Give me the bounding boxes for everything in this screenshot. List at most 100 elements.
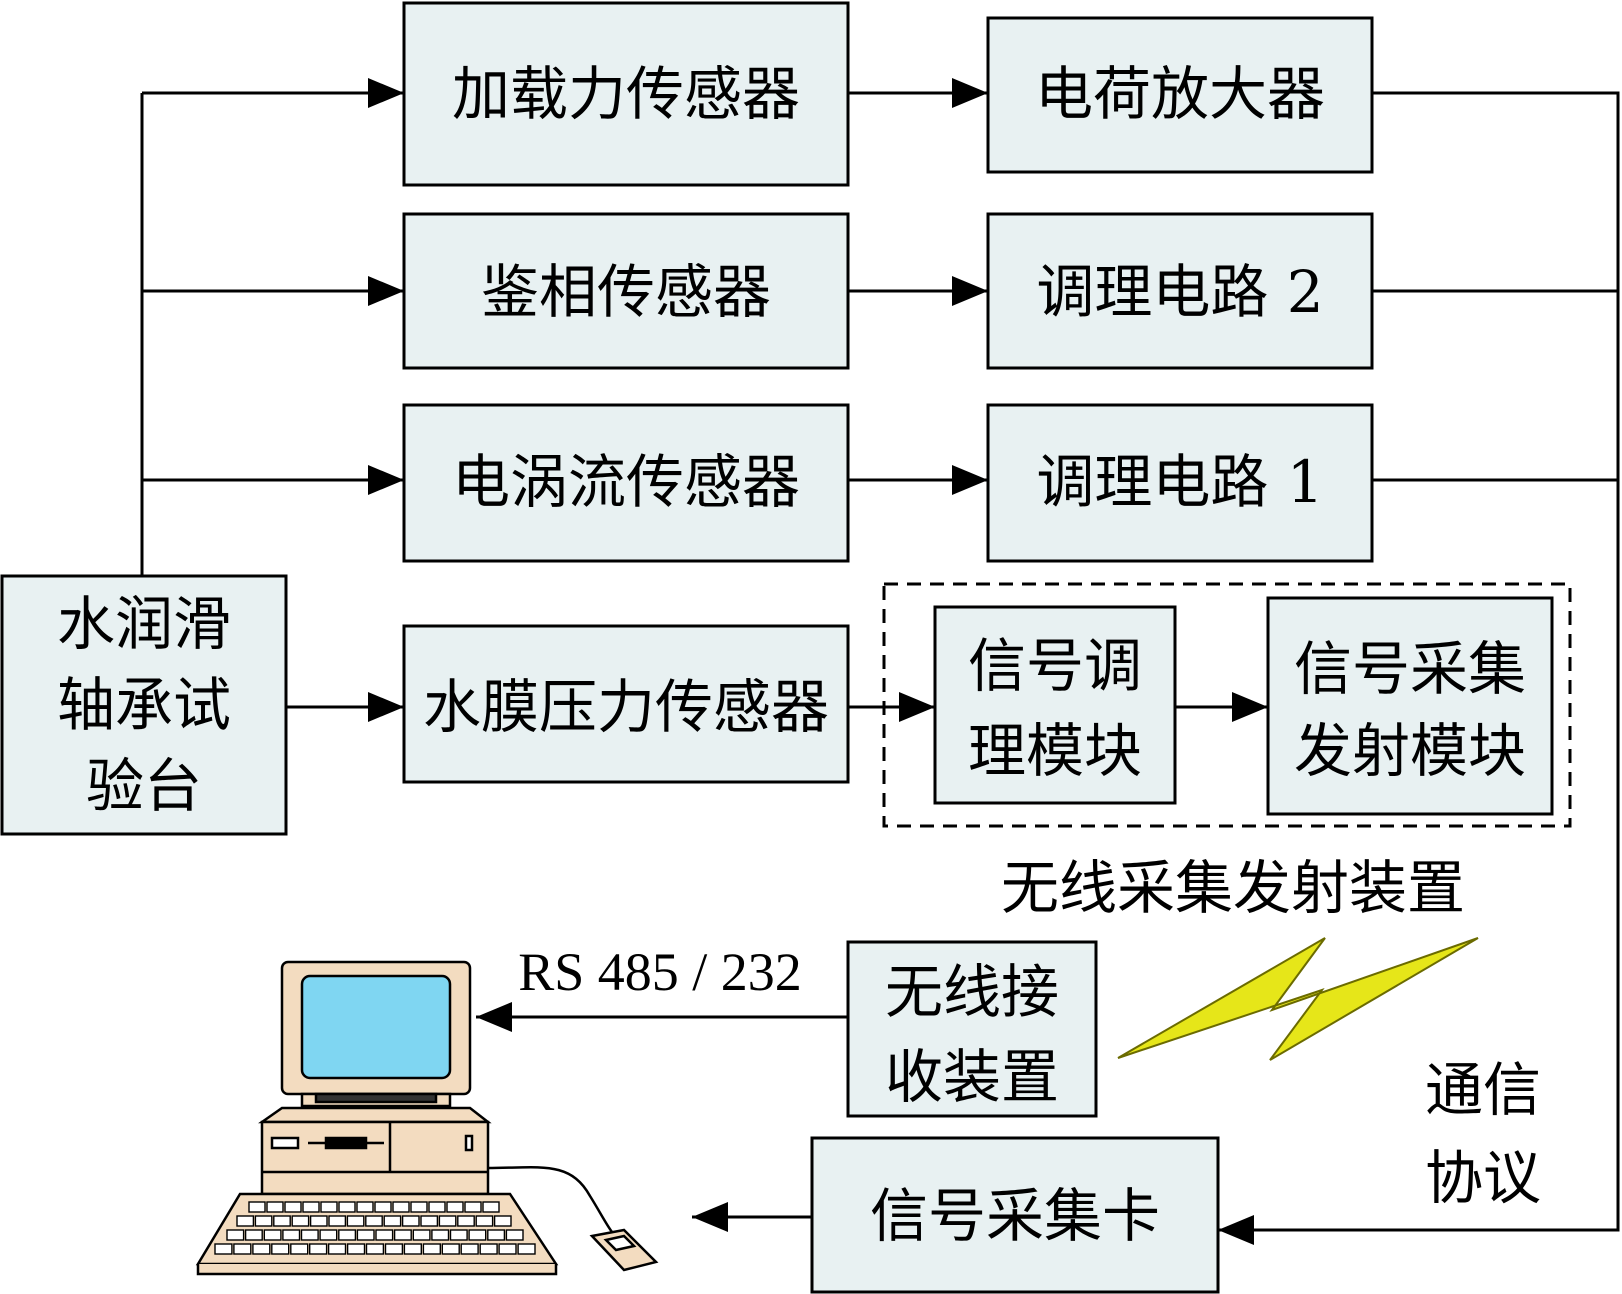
keyboard-key (226, 1229, 245, 1241)
keyboard-key (441, 1243, 460, 1255)
wireless-receiver-line-2: 收装置 (885, 1043, 1059, 1111)
keyboard-key (487, 1229, 506, 1241)
keyboard-key (457, 1215, 475, 1227)
signal-cond-module-line-1: 信号调 (968, 632, 1142, 700)
charge-amp-box (986, 16, 1374, 174)
keyboard-base (196, 1264, 558, 1276)
arrowheads (368, 78, 1268, 1245)
cond-circuit-1-box (986, 403, 1374, 563)
keyboard-key (420, 1215, 439, 1227)
keyboard-key (410, 1201, 428, 1213)
eddy-sensor-label: 电涡流传感器 (452, 448, 800, 516)
keyboard-key (248, 1201, 266, 1213)
arrowhead (368, 78, 404, 108)
computer-icon (195, 960, 659, 1276)
signal-tx-module-box (1266, 596, 1554, 816)
keyboard-key (475, 1215, 494, 1227)
keyboard-key (438, 1215, 457, 1227)
monitor-neck (314, 1092, 438, 1104)
arrowhead (899, 692, 935, 722)
load-sensor-box (402, 1, 850, 187)
wireless-device-group (882, 582, 1572, 828)
keyboard-key (214, 1243, 233, 1255)
keyboard-key (346, 1215, 365, 1227)
system-unit-icon (260, 1120, 490, 1196)
keyboard-key (384, 1243, 404, 1255)
keyboard-key (401, 1215, 420, 1227)
keyboard-key (309, 1243, 328, 1255)
keyboard-key (309, 1215, 328, 1227)
system-unit-top (258, 1106, 492, 1124)
keyboard-key (273, 1215, 291, 1227)
serial-interface-label: RS 485 / 232 (518, 942, 802, 1002)
phase-sensor-box (402, 212, 850, 370)
protocol-label-line-1: 通信 (1425, 1056, 1541, 1124)
daq-card-box (810, 1136, 1220, 1294)
keyboard-key (302, 1201, 320, 1213)
power-button-icon (464, 1134, 474, 1152)
keyboard-key (374, 1201, 392, 1213)
keyboard-key (290, 1243, 309, 1255)
keyboard-key (328, 1215, 347, 1227)
protocol-label-line-2: 协议 (1425, 1144, 1541, 1212)
arrowhead (476, 1002, 512, 1032)
keyboard-key (254, 1215, 273, 1227)
keyboard-key (236, 1215, 255, 1227)
keyboard-key (479, 1243, 498, 1255)
bus-line-to-daq (1218, 91, 1620, 1232)
daq-card-label: 信号采集卡 (870, 1182, 1160, 1250)
keyboard-key (233, 1243, 252, 1255)
cond-circuit-1-label: 调理电路 1 (1036, 448, 1323, 516)
keyboard-key (244, 1229, 263, 1241)
keyboard-key (375, 1229, 394, 1241)
keyboard-key (460, 1243, 479, 1255)
mouse-button-icon (603, 1234, 637, 1252)
keyboard-key (252, 1243, 271, 1255)
cond-circuit-2-box (986, 212, 1374, 370)
signal-tx-module-line-1: 信号采集 (1294, 635, 1526, 703)
keyboard-key (266, 1201, 284, 1213)
keyboard-key (356, 1229, 375, 1241)
keyboard-key (300, 1229, 319, 1241)
keyboard-key (428, 1201, 446, 1213)
eddy-sensor-box (402, 403, 850, 563)
keyboard-key (446, 1201, 464, 1213)
keyboard-key (482, 1201, 500, 1213)
arrowhead (368, 465, 404, 495)
keyboard-key (392, 1201, 410, 1213)
arrowhead (1218, 1215, 1254, 1245)
signal-tx-module-line-2: 发射模块 (1294, 717, 1526, 785)
keyboard-key (338, 1201, 356, 1213)
load-sensor-label: 加载力传感器 (452, 60, 800, 128)
keyboard-key (356, 1201, 374, 1213)
keyboard-key (517, 1243, 536, 1255)
keyboard-key (412, 1229, 431, 1241)
keyboard-key (271, 1243, 290, 1255)
keyboard-key (431, 1229, 450, 1241)
arrowhead (952, 465, 988, 495)
monitor-screen (300, 974, 452, 1080)
keyboard-key (505, 1229, 524, 1241)
keyboard-key (346, 1243, 366, 1255)
arrowhead (952, 276, 988, 306)
wireless-device-label: 无线采集发射装置 (1001, 854, 1465, 922)
keyboard-key (383, 1215, 402, 1227)
mouse-cable (487, 1166, 614, 1233)
film-sensor-box (402, 624, 850, 784)
keyboard-key (319, 1229, 338, 1241)
test-bench-line-3: 验台 (86, 752, 202, 820)
arrowhead (368, 276, 404, 306)
keyboard-key (422, 1243, 441, 1255)
keyboard-key (263, 1229, 282, 1241)
arrowhead (692, 1202, 728, 1232)
keyboard-key (291, 1215, 310, 1227)
wireless-receiver-box (846, 940, 1098, 1118)
test-bench-line-1: 水润滑 (57, 590, 231, 658)
drive-slot-icon (270, 1136, 300, 1150)
arrowhead (368, 692, 404, 722)
film-sensor-label: 水膜压力传感器 (423, 673, 829, 741)
keyboard-key (468, 1229, 487, 1241)
test-bench-line-2: 轴承试 (57, 671, 231, 739)
wireless-lightning-icon (1117, 937, 1479, 1061)
